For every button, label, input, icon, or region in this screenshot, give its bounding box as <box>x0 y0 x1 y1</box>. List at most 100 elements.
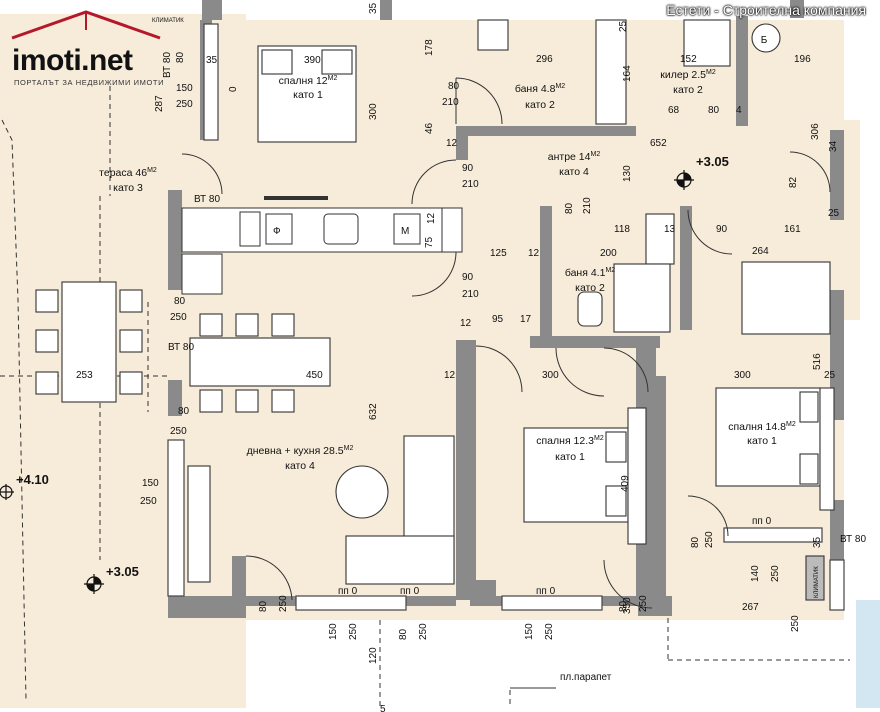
dimension: 267 <box>742 602 759 613</box>
dimension: 196 <box>794 54 811 65</box>
dimension: 161 <box>784 224 801 235</box>
dimension: 34 <box>828 140 839 152</box>
room-floor: като 2 <box>575 282 605 294</box>
pp0-label: пп 0 <box>338 586 358 597</box>
dimension: 12 <box>446 138 458 149</box>
dimension: 250 <box>544 623 555 640</box>
dimension: 300 <box>734 370 751 381</box>
dimension: 250 <box>170 312 187 323</box>
pp0-label: пп 0 <box>536 586 556 597</box>
dimension: 350 <box>622 597 633 614</box>
dimension: 210 <box>442 97 459 108</box>
dimension: 120 <box>368 647 379 664</box>
dimension: 82 <box>788 176 799 188</box>
dimension: 150 <box>524 623 535 640</box>
room-floor: като 1 <box>293 89 323 101</box>
dimension: 80 <box>564 202 575 214</box>
room-floor: като 2 <box>525 99 555 111</box>
dimension: 300 <box>368 103 379 120</box>
dimension: 25 <box>824 370 836 381</box>
room-name: баня 4.1M2 <box>565 267 615 279</box>
dimension: 200 <box>600 248 617 259</box>
room-name: килер 2.5M2 <box>660 69 716 81</box>
dimension: 210 <box>462 179 479 190</box>
level-label: +3.05 <box>696 154 729 169</box>
walls <box>168 0 844 618</box>
dimension: 306 <box>810 123 821 140</box>
dimension: 652 <box>650 138 667 149</box>
dimension: 80 <box>398 628 409 640</box>
dimension: 210 <box>582 197 593 214</box>
dimension: 35 <box>206 55 218 66</box>
dimension: 12 <box>426 212 437 224</box>
room-name: тераса 46M2 <box>99 167 157 179</box>
fridge-label: Ф <box>273 226 281 237</box>
pp0-label: пп 0 <box>752 516 772 527</box>
klimatik-label: КЛИМАТИК <box>814 566 820 598</box>
dimension: 118 <box>614 224 630 235</box>
dimension: 140 <box>750 565 761 582</box>
furniture <box>35 19 835 601</box>
logo-word: imoti.net <box>12 44 133 78</box>
dimension: 80 <box>174 296 186 307</box>
dimension: 90 <box>462 272 474 283</box>
dimension: 80 <box>690 536 701 548</box>
room-floor: като 1 <box>747 435 777 447</box>
dimension: 250 <box>278 595 289 612</box>
dimension: 12 <box>460 318 472 329</box>
dimension: 17 <box>520 314 532 325</box>
vt80-label: ВТ 80 <box>162 52 173 78</box>
room-floor: като 2 <box>673 84 703 96</box>
dimension: 450 <box>306 370 323 381</box>
dimension: 516 <box>812 353 823 370</box>
room-floor: като 4 <box>559 166 589 178</box>
dimension: 80 <box>618 600 629 612</box>
dimension: 80 <box>258 600 269 612</box>
dimension: 250 <box>140 496 157 507</box>
level-label: +4.10 <box>16 472 49 487</box>
dimension: 210 <box>462 289 479 300</box>
company-name: Естети - Строителна компания <box>666 2 866 18</box>
klimatik-label: КЛИМАТИК <box>152 18 184 24</box>
dimension: 25 <box>618 20 629 32</box>
dimension: 264 <box>752 246 769 257</box>
dimension: 250 <box>176 99 193 110</box>
dimension: 35 <box>368 2 379 14</box>
level-label: +3.05 <box>106 564 139 579</box>
dimension: 250 <box>770 565 781 582</box>
dimension: 130 <box>622 165 633 182</box>
room-name: баня 4.8M2 <box>515 83 565 95</box>
dimension: 68 <box>668 105 680 116</box>
dimension: 4 <box>736 105 742 116</box>
house-roof-icon <box>11 10 161 40</box>
dimension: 80 <box>448 81 460 92</box>
room-name: спалня 14.8M2 <box>728 421 796 433</box>
dimension: 250 <box>348 623 359 640</box>
dimension: 250 <box>704 531 715 548</box>
dimension: 253 <box>76 370 93 381</box>
logo-tld: .net <box>81 44 133 77</box>
dimension: 90 <box>716 224 728 235</box>
right-window-strip <box>856 600 880 708</box>
pp0-label: пп 0 <box>400 586 420 597</box>
dimension: 25 <box>828 208 840 219</box>
dimension: 13 <box>664 224 676 235</box>
room-name: спалня 12.3M2 <box>536 435 604 447</box>
room-name: дневна + кухня 28.5M2 <box>247 445 354 457</box>
dimension: 75 <box>424 236 435 248</box>
dimension: 12 <box>444 370 456 381</box>
dimension: 80 <box>708 105 720 116</box>
dimension: 12 <box>528 248 540 259</box>
dimension: 287 <box>154 95 165 112</box>
dimension: 250 <box>418 623 429 640</box>
dimension: 164 <box>622 65 633 82</box>
kitchen-counter <box>181 196 463 295</box>
dimension: 150 <box>328 623 339 640</box>
dimension-labels: 390 35 80 178 296 152 196 25 287 150 250… <box>76 2 840 712</box>
dimension: 125 <box>490 248 507 259</box>
level-marker-fills <box>87 173 691 591</box>
dimension: 296 <box>536 54 553 65</box>
room-name: спалня 12M2 <box>279 75 338 87</box>
dimension: 80 <box>175 51 186 63</box>
panel-label: Б <box>761 35 768 46</box>
